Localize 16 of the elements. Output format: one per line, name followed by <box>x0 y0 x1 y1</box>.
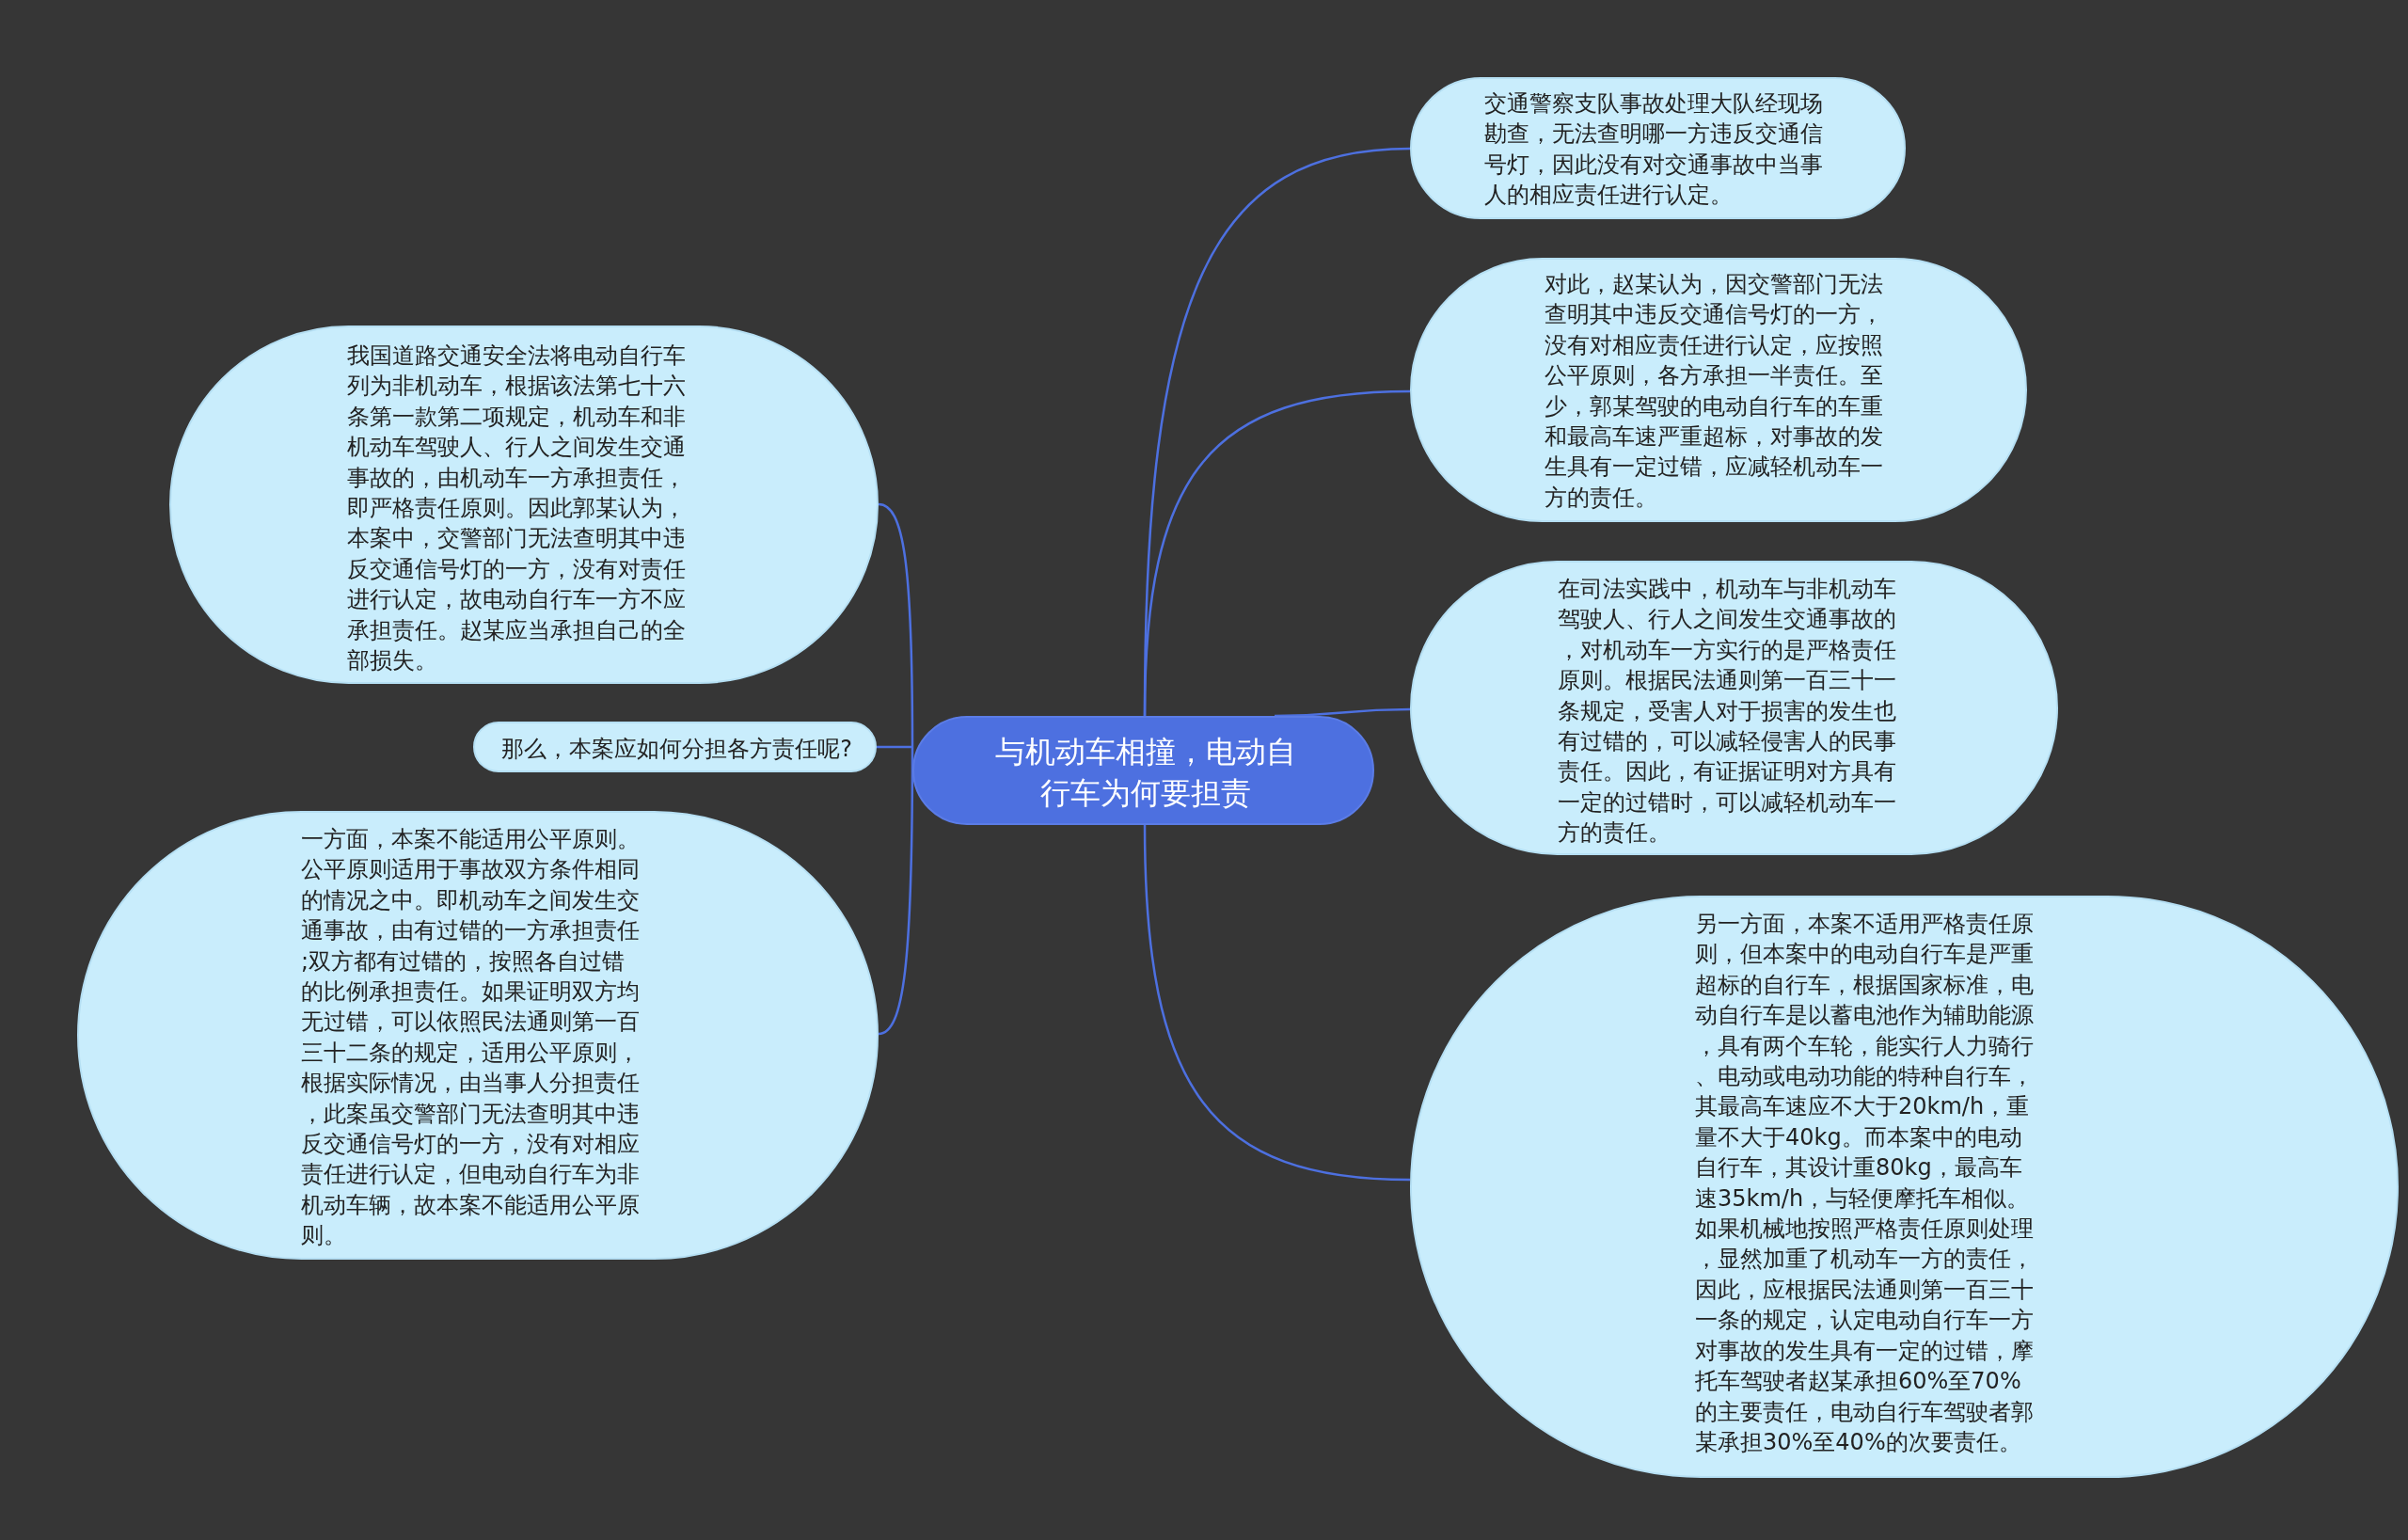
topic-text: 与机动车相撞，电动自行车为何要担责 <box>993 733 1297 813</box>
connector-line <box>1143 389 1411 717</box>
question-bubble <box>473 722 877 772</box>
connector-line <box>878 747 914 1036</box>
connector-line <box>1275 707 1410 718</box>
question-text: 那么，本案应如何分担各方责任呢? <box>500 735 853 764</box>
paragraph-text: 交通警察支队事故处理大队经现场勘查，无法查明哪一方违反交通信号灯，因此没有对交通事故中当事人的相应责任进行认定。 <box>1484 89 1824 211</box>
connector-line <box>877 745 912 749</box>
topic-bubble <box>912 716 1374 825</box>
paragraph-text: 在司法实践中，机动车与非机动车驾驶人、行人之间发生交通事故的，对机动车一方实行的是严格责任原则。根据民法通则第一百三十一条规定，受害人对于损害的发生也有过错的，可以减轻侵害人的民事责任。因此，有证据证明对方具有一定的过错时，可以减轻机动车一方的责任。 <box>1558 575 1897 849</box>
paragraph-text: 我国道路交通安全法将电动自行车列为非机动车，根据该法第七十六条第一款第二项规定，机动车和非机动车驾驶人、行人之间发生交通事故的，由机动车一方承担责任，即严格责任原则。因此郭某认为，本案中，交警部门无法查明其中违反交通信号灯的一方，没有对责任进行认定，故电动自行车一方不应承担责任。赵某应当承担自己的全部损失。 <box>347 341 687 676</box>
connector-line <box>1143 824 1411 1182</box>
paragraph-text: 对此，赵某认为，因交警部门无法查明其中违反交通信号灯的一方，没有对相应责任进行认定，应按照公平原则，各方承担一半责任。至少，郭某驾驶的电动自行车的车重和最高车速严重超标，对事故的发生具有一定过错，应减轻机动车一方的责任。 <box>1545 270 1884 513</box>
paragraph-text: 另一方面，本案不适用严格责任原则，但本案中的电动自行车是严重超标的自行车，根据国家标准，电动自行车是以蓄电池作为辅助能源，具有两个车轮，能实行人力骑行、电动或电动功能的特种自行车，其最高车速应不大于20km/h，重量不大于40kg。而本案中的电动自行车，其设计重80kg，最高车速35km/h，与轻便摩托车相似。如果机械地按照严格责任原则处理，显然加重了机动车一方的责任，因此，应根据民法通则第一百三十一条的规定，认定电动自行车一方对事故的发生具有一定的过错，摩托车驾驶者赵某承担60%至70%的主要责任，电动自行车驾驶者郭某承担30%至40%的次要责任。 <box>1695 910 2035 1457</box>
connector-line <box>878 502 914 747</box>
paragraph-text: 一方面，本案不能适用公平原则。公平原则适用于事故双方条件相同的情况之中。即机动车之间发生交通事故，由有过错的一方承担责任;双方都有过错的，按照各自过错的比例承担责任。如果证明双方均无过错，可以依照民法通则第一百三十二条的规定，适用公平原则，根据实际情况，由当事人分担责任，此案虽交警部门无法查明其中违反交通信号灯的一方，没有对相应责任进行认定，但电动自行车为非机动车辆，故本案不能适用公平原则。 <box>301 825 641 1251</box>
